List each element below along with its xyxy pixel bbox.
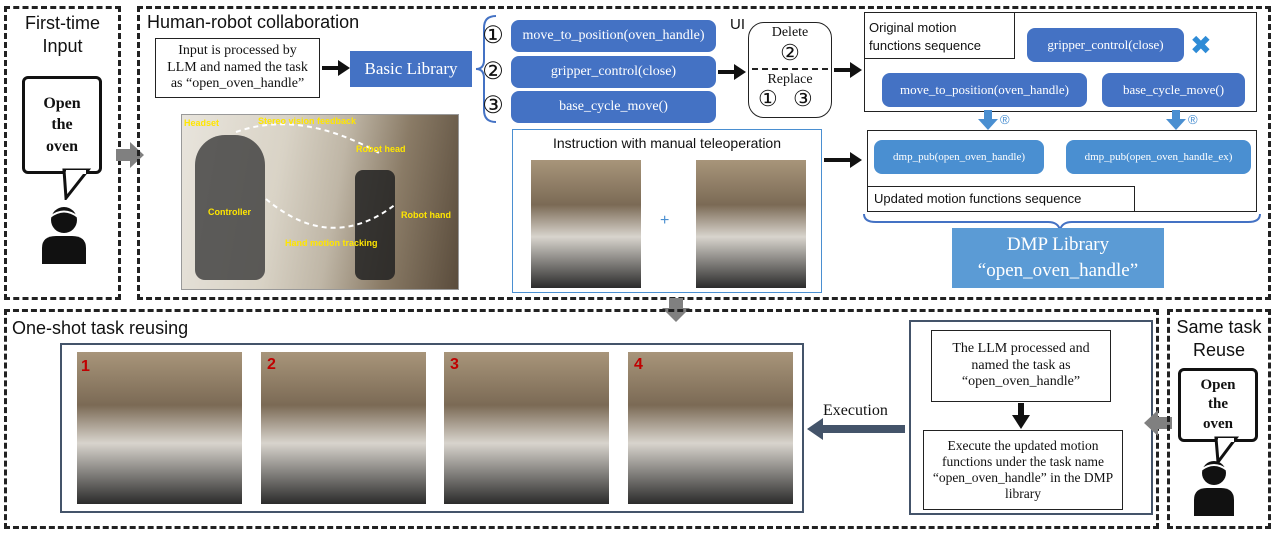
step-num-4: 4: [634, 356, 643, 373]
execution-label: Execution: [823, 402, 888, 419]
replace-num-3: ③: [793, 86, 813, 111]
hrc-title: Human-robot collaboration: [147, 12, 360, 32]
basic-library-box: Basic Library: [350, 51, 472, 87]
step-num-1: 1: [81, 358, 90, 375]
label-stereo: Stereo vision feedback: [258, 116, 357, 126]
label-controller: Controller: [208, 207, 252, 217]
steps-frame: [60, 343, 804, 513]
user-icon: [42, 207, 86, 264]
robot-silhouette: [355, 170, 395, 280]
down-arrow-2: [1166, 110, 1186, 130]
user-icon-2: [1194, 461, 1234, 516]
same-task-panel: [1167, 309, 1271, 529]
step-num-2: 2: [267, 356, 276, 373]
input-text-box: Input is processed by LLM and named the …: [155, 38, 320, 98]
dmp-open-oven-handle: dmp_pub(open_oven_handle): [874, 140, 1044, 174]
step-photo-3: [444, 352, 609, 504]
down-arrow-1: [978, 110, 998, 130]
dmp-open-oven-handle-ex: dmp_pub(open_oven_handle_ex): [1066, 140, 1251, 174]
updated-seq-box: [867, 130, 1257, 212]
down-arrow-black: [1012, 403, 1030, 429]
hrc-panel: [137, 6, 1271, 300]
arrow-to-updated-seq: [824, 152, 862, 168]
execution-arrow: [807, 418, 905, 440]
dmp-library-box: DMP Library “open_oven_handle”: [952, 228, 1164, 288]
function-num-2: ②: [482, 58, 504, 85]
arrow-to-basic-library: [322, 60, 350, 76]
sequence-box: [864, 12, 1257, 112]
cross-icon: ✖: [1190, 30, 1212, 60]
orig-gripper-control: gripper_control(close): [1027, 28, 1184, 62]
replace-label: Replace: [767, 72, 813, 87]
updated-seq-label: Updated motion functions sequence: [868, 186, 1135, 212]
delete-label: Delete: [771, 25, 809, 40]
function-num-1: ①: [482, 22, 504, 49]
same-task-title: Same task Reuse: [1176, 317, 1262, 361]
person-silhouette: [195, 135, 265, 280]
teleop-photo-1: [531, 160, 641, 288]
function-move-to-position: move_to_position(oven_handle): [511, 20, 716, 52]
step-num-3: 3: [450, 356, 459, 373]
speech-bubble-tail-2: [1214, 436, 1239, 464]
label-hand-tracking: Hand motion tracking: [285, 238, 378, 248]
execute-box: Execute the updated motion functions und…: [923, 430, 1123, 510]
label-headset: Headset: [184, 118, 220, 128]
reuse-title: One-shot task reusing: [12, 318, 189, 338]
replace-num-1: ①: [758, 86, 778, 111]
ui-edit-box: [748, 22, 832, 118]
step-photo-4: [628, 352, 793, 504]
plus-sign: +: [660, 212, 670, 229]
teleop-title: Instruction with manual teleoperation: [552, 135, 782, 151]
step-photo-1: [77, 352, 242, 504]
arrow-to-original-seq: [834, 62, 862, 78]
label-robot-hand: Robot hand: [401, 210, 451, 220]
orig-move-to-position: move_to_position(oven_handle): [882, 73, 1087, 107]
brace: [476, 15, 497, 123]
stereo-feedback-curve: [235, 123, 397, 229]
first-time-input-title: First-time Input: [25, 13, 100, 57]
registered-1: ®: [1000, 112, 1010, 127]
orig-seq-label: Original motion functions sequence: [865, 13, 1015, 59]
step-photo-2: [261, 352, 426, 504]
speech-bubble-2: Open the oven: [1178, 368, 1258, 442]
registered-2: ®: [1188, 112, 1198, 127]
label-robot-head: Robot head: [356, 144, 406, 154]
orig-base-cycle-move: base_cycle_move(): [1102, 73, 1245, 107]
teleop-box: [512, 129, 822, 293]
gray-arrow-left: [1144, 410, 1172, 436]
teleop-photo-2: [696, 160, 806, 288]
function-gripper-control: gripper_control(close): [511, 56, 716, 88]
llm-processed-box: The LLM processed and named the task as …: [931, 330, 1111, 402]
ui-label: UI: [730, 16, 745, 33]
speech-bubble-tail: [62, 168, 92, 200]
function-base-cycle-move: base_cycle_move(): [511, 91, 716, 123]
speech-bubble: Open the oven: [22, 76, 102, 174]
function-num-3: ③: [482, 92, 504, 119]
ui-divider: [752, 68, 828, 70]
arrow-to-ui: [718, 64, 746, 80]
delete-num: ②: [780, 40, 800, 65]
